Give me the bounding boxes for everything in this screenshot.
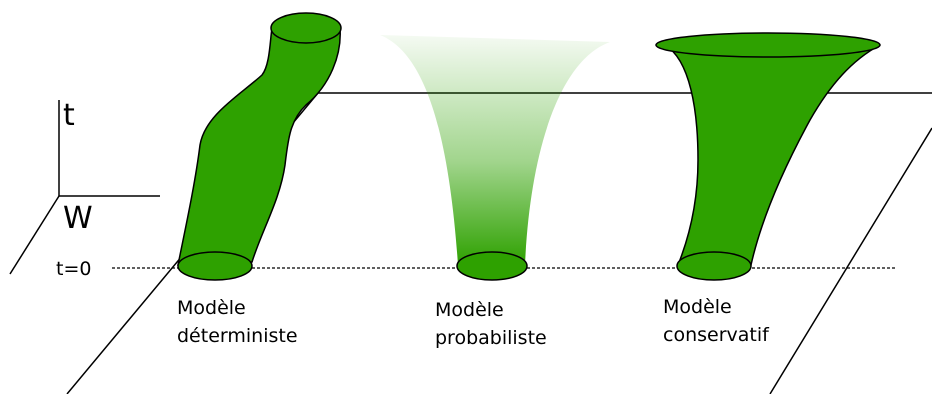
probabilistic-tube-base: [457, 252, 527, 280]
conservative-tube-top: [656, 33, 880, 57]
probabilistic-label-line1: Modèle: [435, 299, 504, 321]
depth-axis: [10, 196, 59, 274]
conservative-tube: [656, 33, 880, 280]
conservative-tube-body: [665, 45, 880, 265]
plane-right-edge: [770, 128, 932, 394]
deterministic-tube: [178, 13, 341, 280]
deterministic-tube-top: [271, 13, 341, 43]
deterministic-tube-base: [178, 252, 252, 280]
probabilistic-tube: [380, 35, 610, 280]
deterministic-label-line1: Modèle: [177, 297, 246, 319]
probabilistic-tube-body: [380, 35, 610, 265]
time-axis-label: t: [63, 98, 75, 133]
deterministic-label-line2: déterministe: [177, 325, 298, 347]
deterministic-tube-body: [178, 28, 340, 265]
probabilistic-label-line2: probabiliste: [435, 327, 547, 349]
conservative-label-line2: conservatif: [663, 324, 770, 346]
space-axis-label: W: [63, 201, 93, 236]
conservative-label-line1: Modèle: [663, 296, 732, 318]
conservative-tube-base: [677, 252, 751, 280]
axes: [10, 100, 160, 274]
t0-label: t=0: [56, 258, 91, 280]
